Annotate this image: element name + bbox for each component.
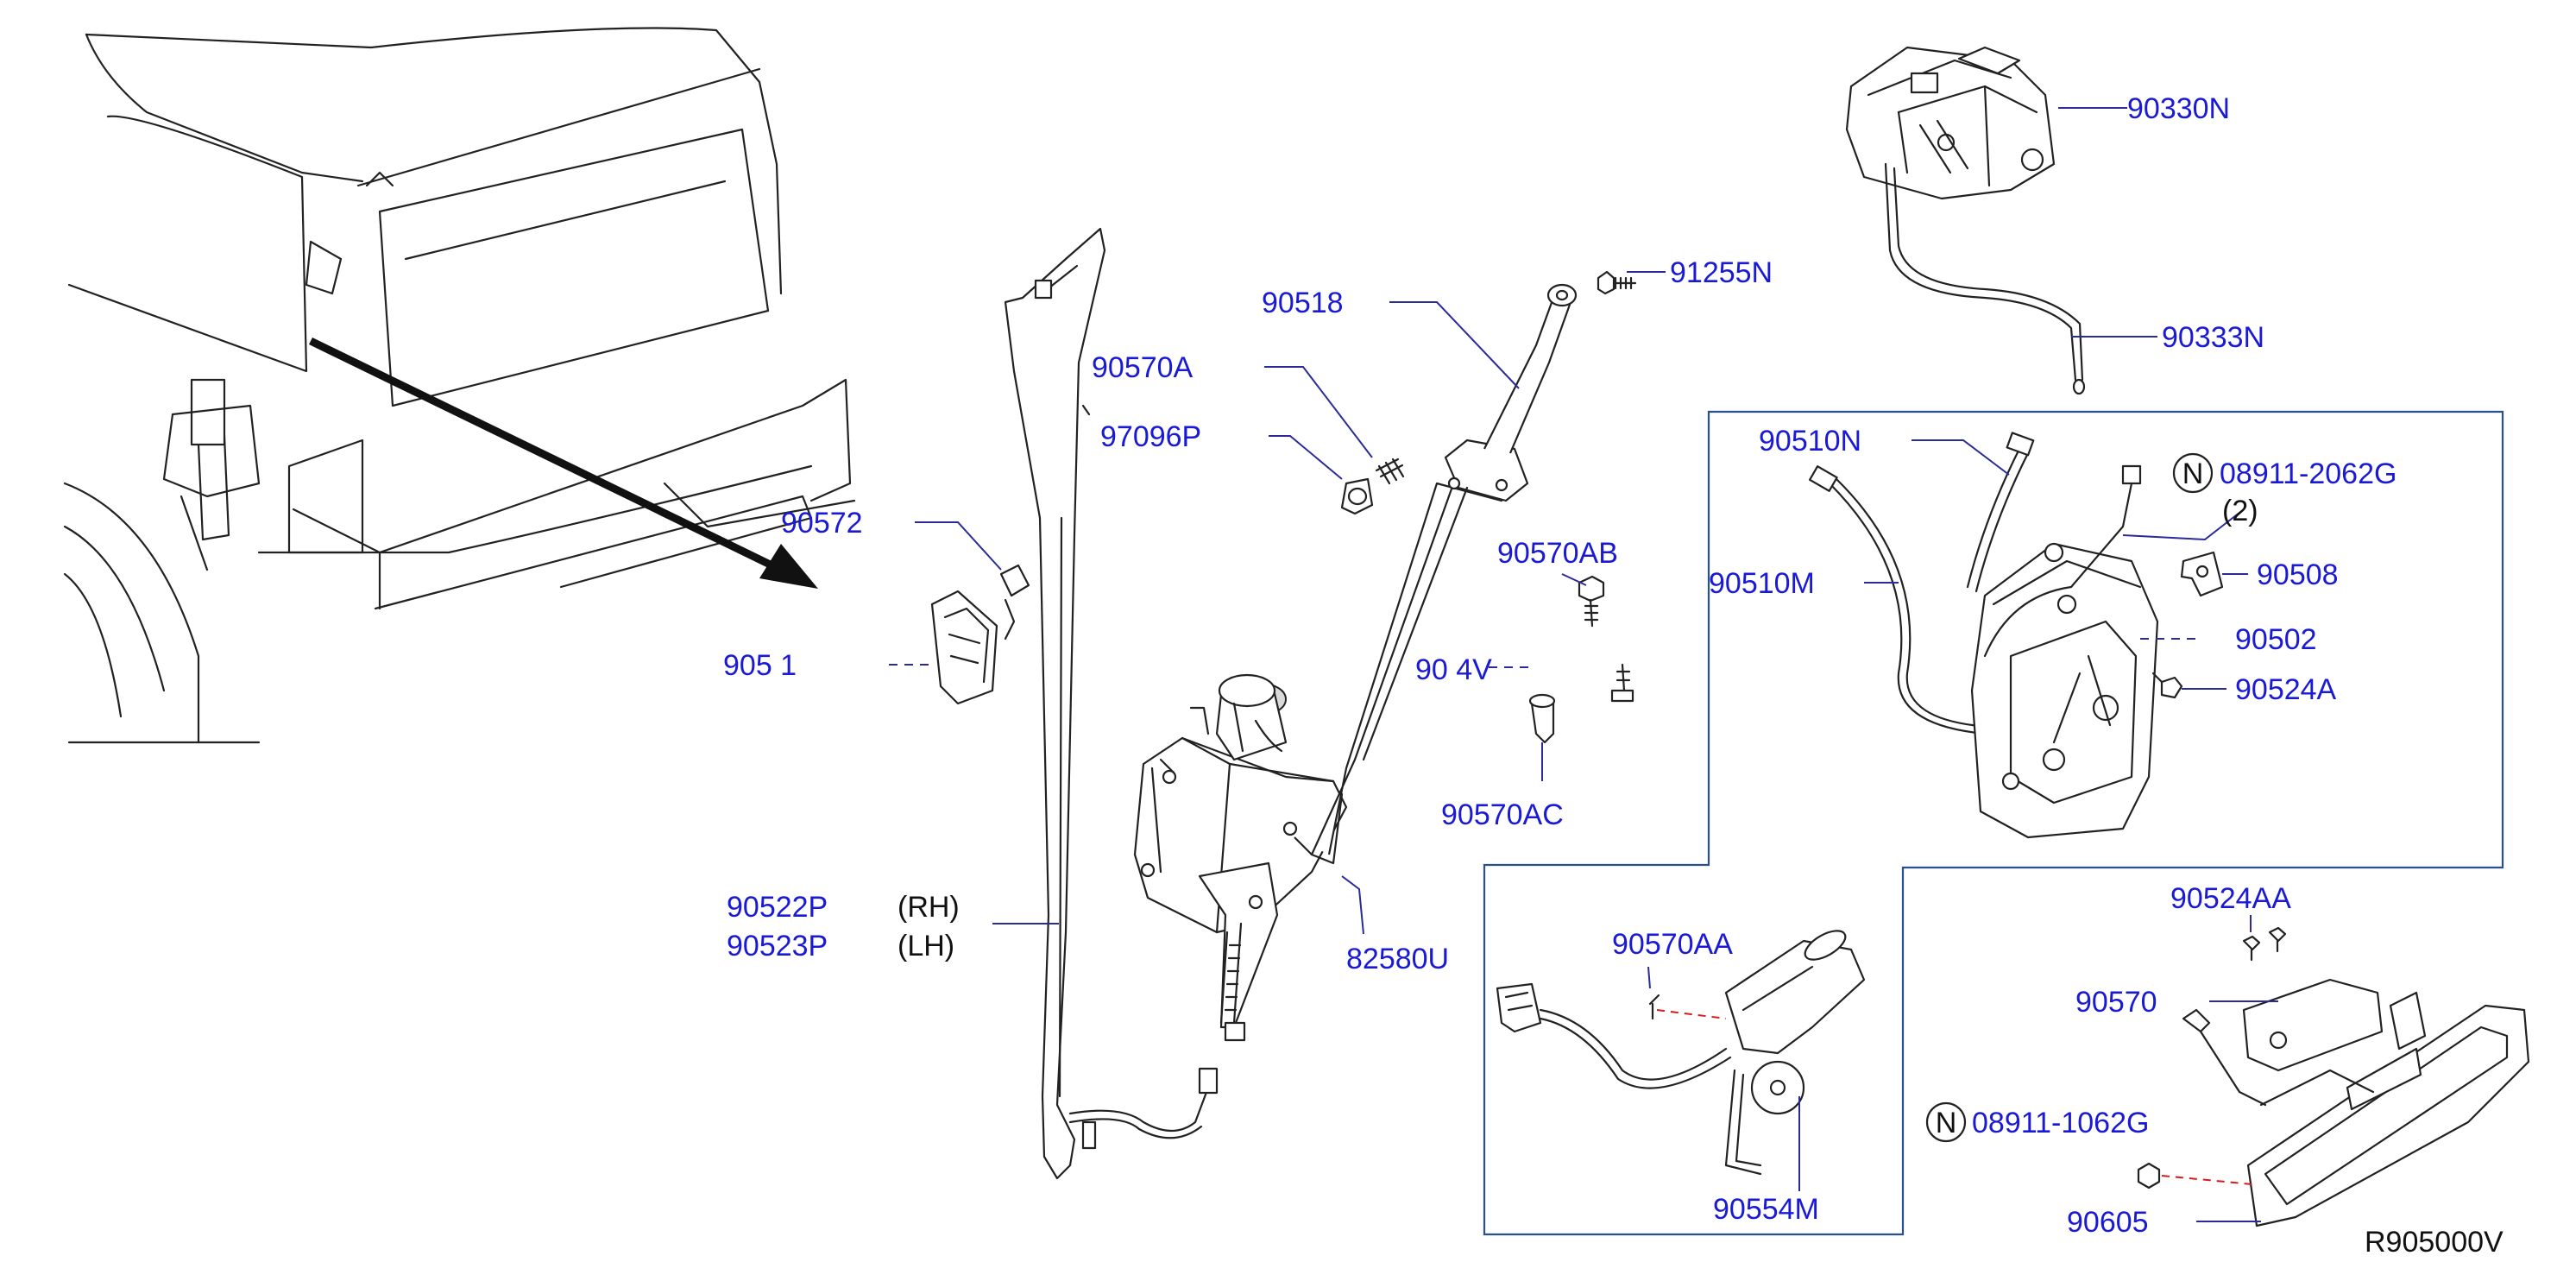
label-quantity-2: (2) — [2222, 495, 2258, 527]
label-97096p[interactable]: 97096P — [1100, 420, 1201, 453]
label-08911-2062g[interactable]: 08911-2062G — [2220, 458, 2396, 490]
label-90510m[interactable]: 90510M — [1709, 567, 1815, 600]
label-91255n[interactable]: 91255N — [1670, 256, 1773, 289]
label-90605[interactable]: 90605 — [2067, 1206, 2149, 1239]
label-90570a[interactable]: 90570A — [1092, 351, 1194, 384]
diagram-code: R905000V — [2365, 1226, 2504, 1259]
label-rh: (RH) — [898, 891, 960, 924]
vehicle-rear-illustration — [63, 27, 856, 744]
label-90333n[interactable]: 90333N — [2162, 321, 2264, 354]
label-90508[interactable]: 90508 — [2257, 558, 2339, 591]
label-90570aa[interactable]: 90570AA — [1612, 928, 1733, 961]
nut-symbol-n: N — [2182, 458, 2204, 490]
nut-symbol-n: N — [1936, 1107, 1957, 1139]
rail-assembly-90522p — [1004, 227, 1219, 1180]
part-labels: 90330N 91255N 90333N 90518 90570A 97096P… — [723, 92, 2504, 1259]
fasteners-group — [1340, 458, 1634, 744]
actuator-90554m — [1496, 930, 1866, 1176]
bracket-90571 — [930, 564, 1030, 705]
label-90524aa[interactable]: 90524AA — [2170, 882, 2291, 915]
label-82580u[interactable]: 82580U — [1346, 943, 1449, 975]
label-90570ac[interactable]: 90570AC — [1441, 798, 1564, 831]
lift-arm-90518 — [1294, 270, 1637, 865]
label-90524a[interactable]: 90524A — [2235, 673, 2337, 706]
leader-lines — [889, 107, 2278, 1222]
label-90574v[interactable]: 90 4V — [1415, 653, 1492, 686]
drive-motor-82580u — [1133, 673, 1348, 1042]
handle-90605 — [2137, 926, 2530, 1227]
label-90570ab[interactable]: 90570AB — [1497, 537, 1618, 570]
label-90571[interactable]: 905 1 — [723, 649, 797, 682]
label-90518[interactable]: 90518 — [1262, 287, 1344, 319]
label-90510n[interactable]: 90510N — [1759, 425, 1861, 458]
label-90570[interactable]: 90570 — [2075, 986, 2157, 1019]
label-90523p[interactable]: 90523P — [727, 930, 828, 962]
nut-symbol-circle — [1925, 1101, 1967, 1143]
label-90572[interactable]: 90572 — [781, 507, 863, 540]
latch-detail-group — [1483, 410, 2504, 1236]
label-lh: (LH) — [898, 930, 954, 962]
label-90502[interactable]: 90502 — [2235, 623, 2317, 656]
latch-assembly-90330n — [1845, 46, 2086, 395]
label-08911-1062g[interactable]: 08911-1062G — [1972, 1107, 2149, 1139]
label-90330n[interactable]: 90330N — [2127, 92, 2230, 125]
label-90522p[interactable]: 90522P — [727, 891, 828, 924]
label-90554m[interactable]: 90554M — [1713, 1193, 1819, 1226]
nut-symbol-circle — [2172, 452, 2214, 494]
